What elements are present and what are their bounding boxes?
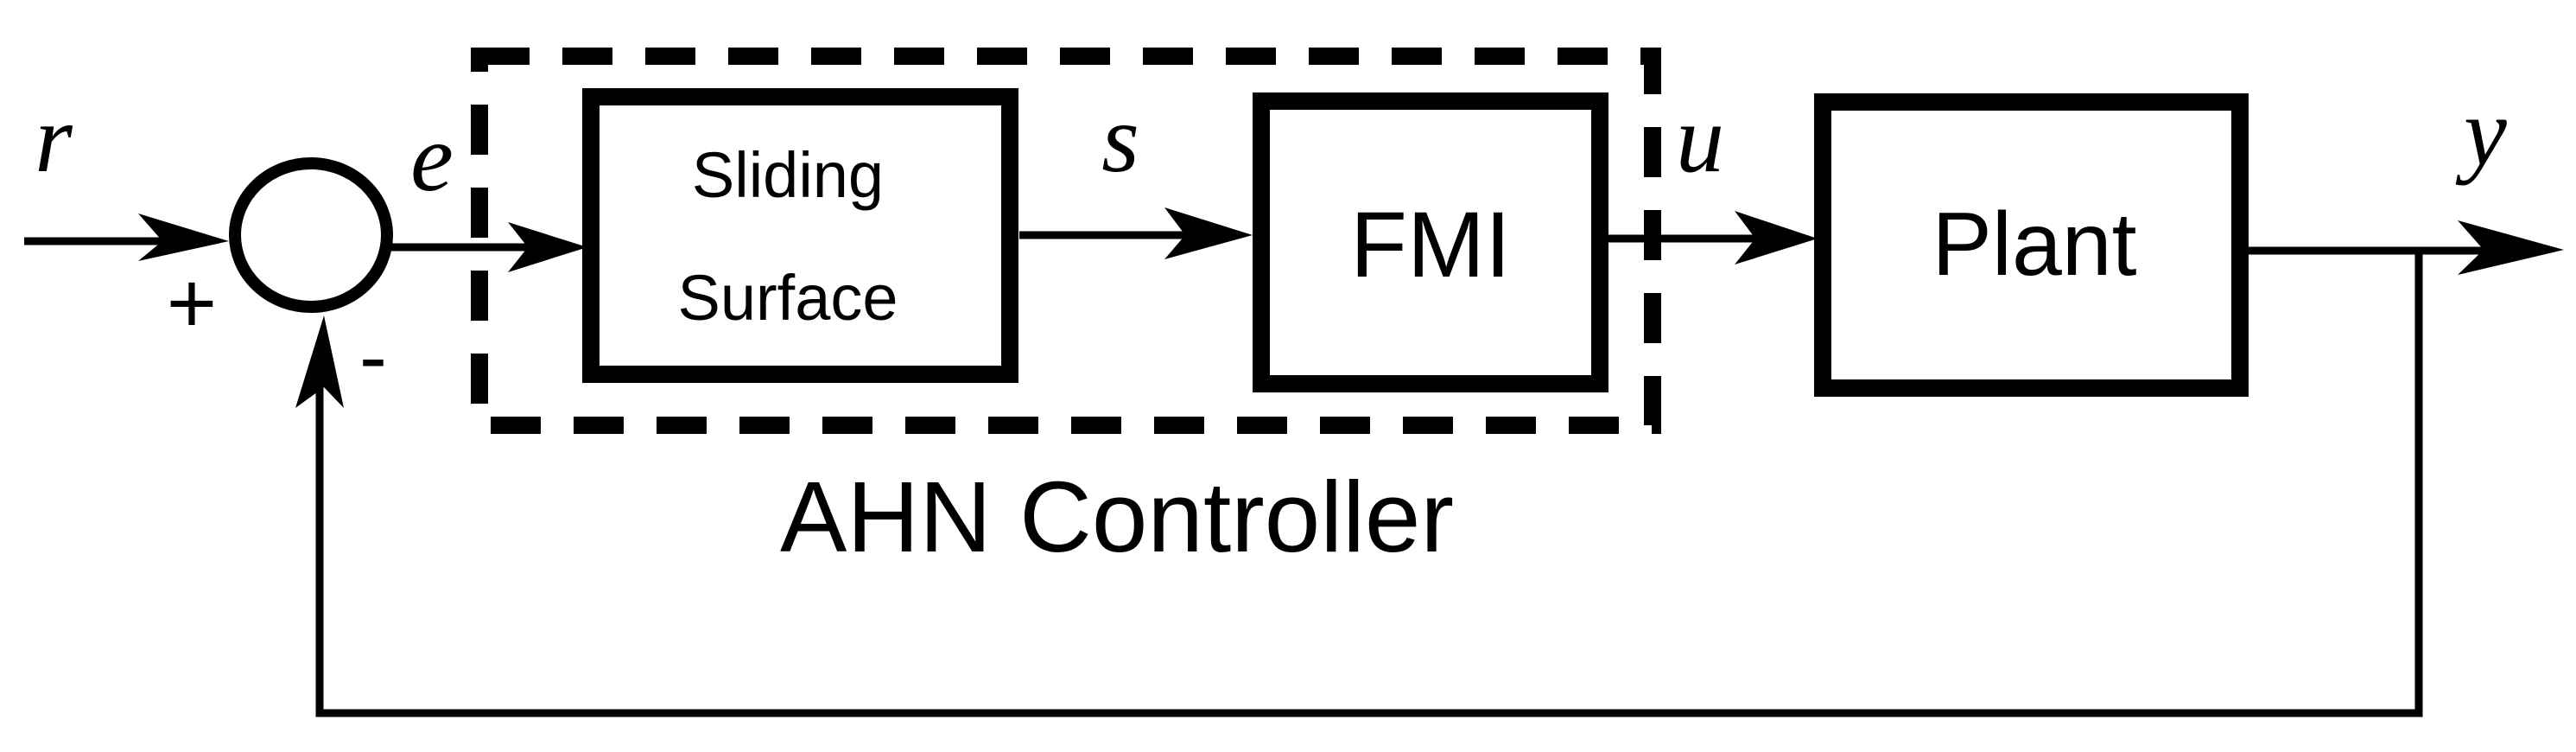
plus-sign: + (167, 255, 217, 352)
plant-block (1814, 93, 2249, 397)
output-signal-arrowhead (2458, 220, 2564, 275)
sliding-surface-block (582, 88, 1018, 383)
feedback-arrowhead (295, 315, 344, 408)
error-signal-arrowhead (508, 222, 587, 272)
ahn-controller-label: AHN Controller (780, 461, 1454, 573)
control-signal-label: u (1676, 86, 1724, 193)
error-signal-label: e (410, 105, 454, 212)
reference-input-arrowhead (138, 213, 229, 261)
sliding-surface-label-line1: Sliding (692, 139, 884, 211)
sliding-variable-arrowhead (1164, 207, 1253, 259)
sliding-surface-label-line2: Surface (677, 262, 898, 334)
fmi-block (1253, 92, 1608, 392)
sliding-variable-label: s (1101, 86, 1139, 193)
summing-junction (229, 157, 393, 313)
control-signal-arrowhead (1735, 211, 1818, 264)
feedback-path (315, 251, 2423, 717)
minus-sign: - (359, 310, 387, 403)
reference-signal-label: r (35, 86, 73, 193)
output-signal-label: y (2455, 79, 2507, 186)
plant-label: Plant (1932, 194, 2136, 295)
fmi-label: FMI (1350, 192, 1511, 296)
